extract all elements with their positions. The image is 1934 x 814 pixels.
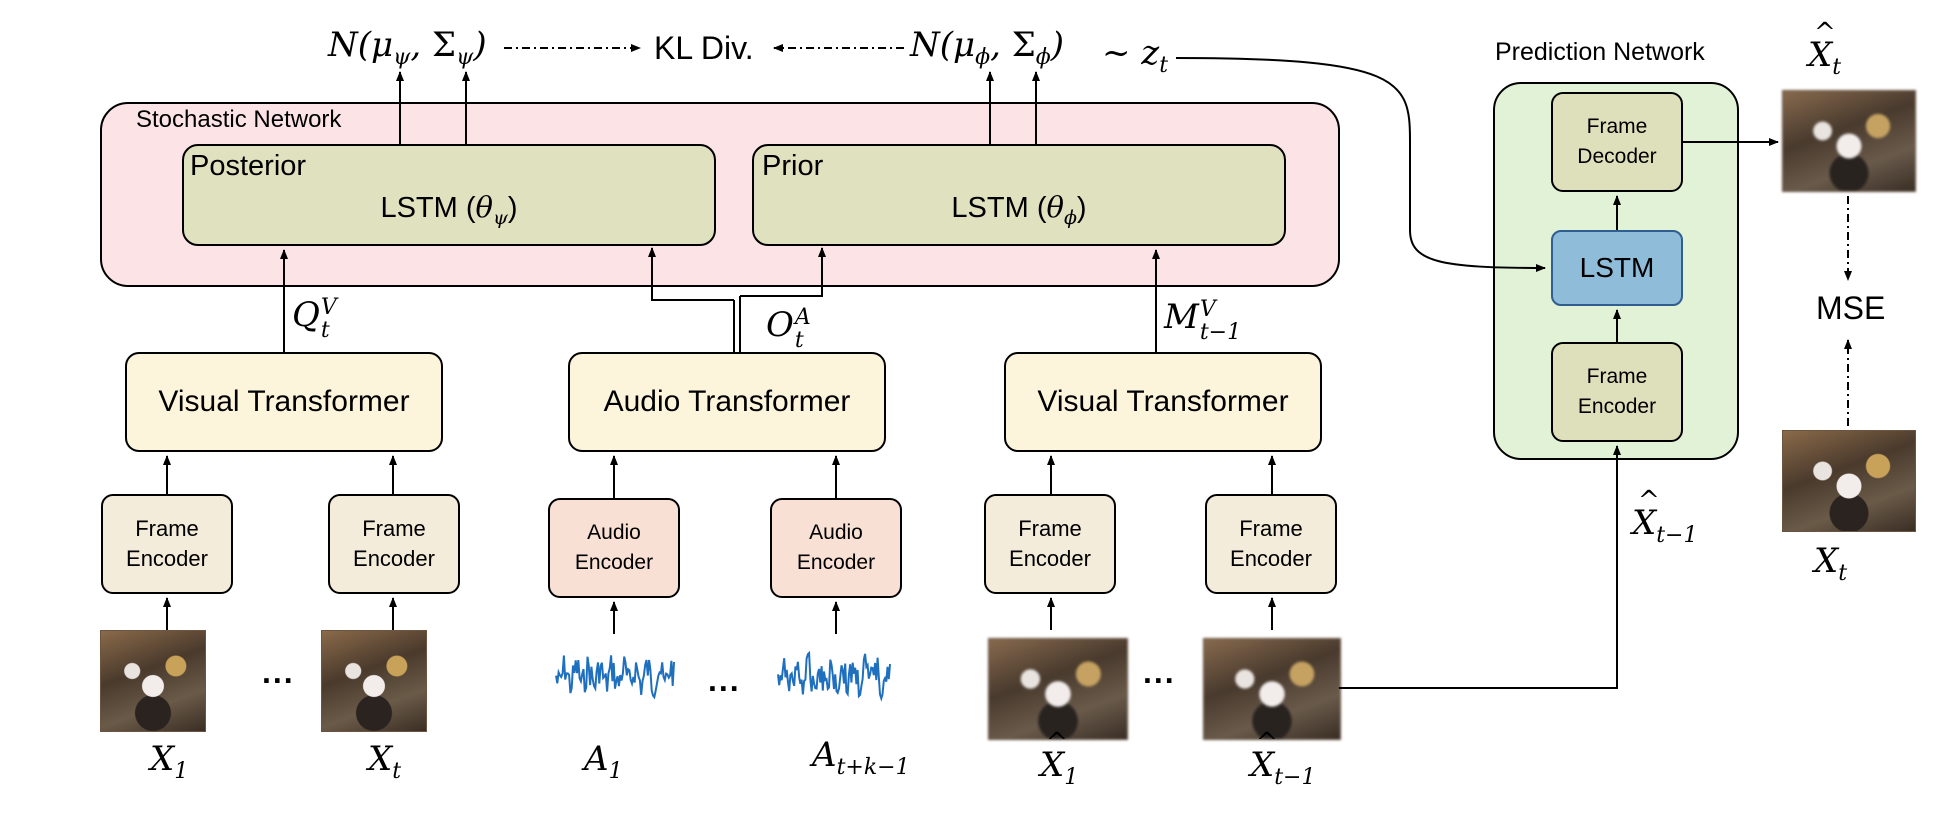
arrow-audio-to-posterior [648,247,734,301]
x1-label: X1 [150,739,189,784]
x-hat-t-1-label: Xt−1 [1250,730,1316,789]
a1-label: A1 [584,739,623,784]
latent-sample-label: ~ zt [1102,33,1169,78]
prior-distribution-label: N(μϕ, Σϕ) [910,25,1065,70]
prior-lstm-box: Prior LSTM (θϕ) [752,144,1286,246]
xt-label: Xt [368,739,402,784]
posterior-label: Posterior [190,150,307,182]
x-hat-t-output-label: Xt [1808,20,1841,79]
ellipsis-left: ... [262,654,295,690]
ellipsis-audio: ... [708,662,741,698]
predicted-frame-image [1782,90,1916,192]
arrow-zt-to-lstm [1175,57,1546,272]
x-t-ground-truth-label: Xt [1814,541,1848,586]
prior-lstm-text: LSTM (θϕ) [951,189,1087,229]
audio-transformer: Audio Transformer [568,352,886,452]
posterior-lstm-box: Posterior LSTM (θψ) [182,144,716,246]
prior-label: Prior [762,150,824,182]
visual-transformer-left: Visual Transformer [125,352,443,452]
posterior-lstm-text: LSTM (θψ) [380,189,518,229]
stochastic-network-title: Stochastic Network [136,106,342,133]
generated-frame-xt-1-image [1203,638,1341,740]
ellipsis-right: ... [1143,654,1176,690]
visual-transformer-right: Visual Transformer [1004,352,1322,452]
x-hat-1-label: X1 [1040,730,1078,789]
posterior-distribution-label: N(μψ, Σψ) [328,25,487,70]
kl-divergence-label: KL Div. [654,30,754,66]
input-frame-x1-image [100,630,206,732]
ground-truth-frame-image [1782,430,1916,532]
prediction-network-title: Prediction Network [1495,38,1705,66]
arrow-xhatt1-to-prediction [1339,445,1621,689]
prediction-lstm: LSTM [1551,230,1683,306]
audio-waveform-a1 [555,655,675,700]
x-hat-t-1-pred-input-label: Xt−1 [1632,488,1698,547]
arrow-audio-to-prior [740,247,826,297]
input-frame-xt-image [321,630,427,732]
mse-label: MSE [1816,290,1886,326]
audio-waveform-at [777,650,891,702]
a-t-k-1-label: At+k−1 [812,735,910,780]
